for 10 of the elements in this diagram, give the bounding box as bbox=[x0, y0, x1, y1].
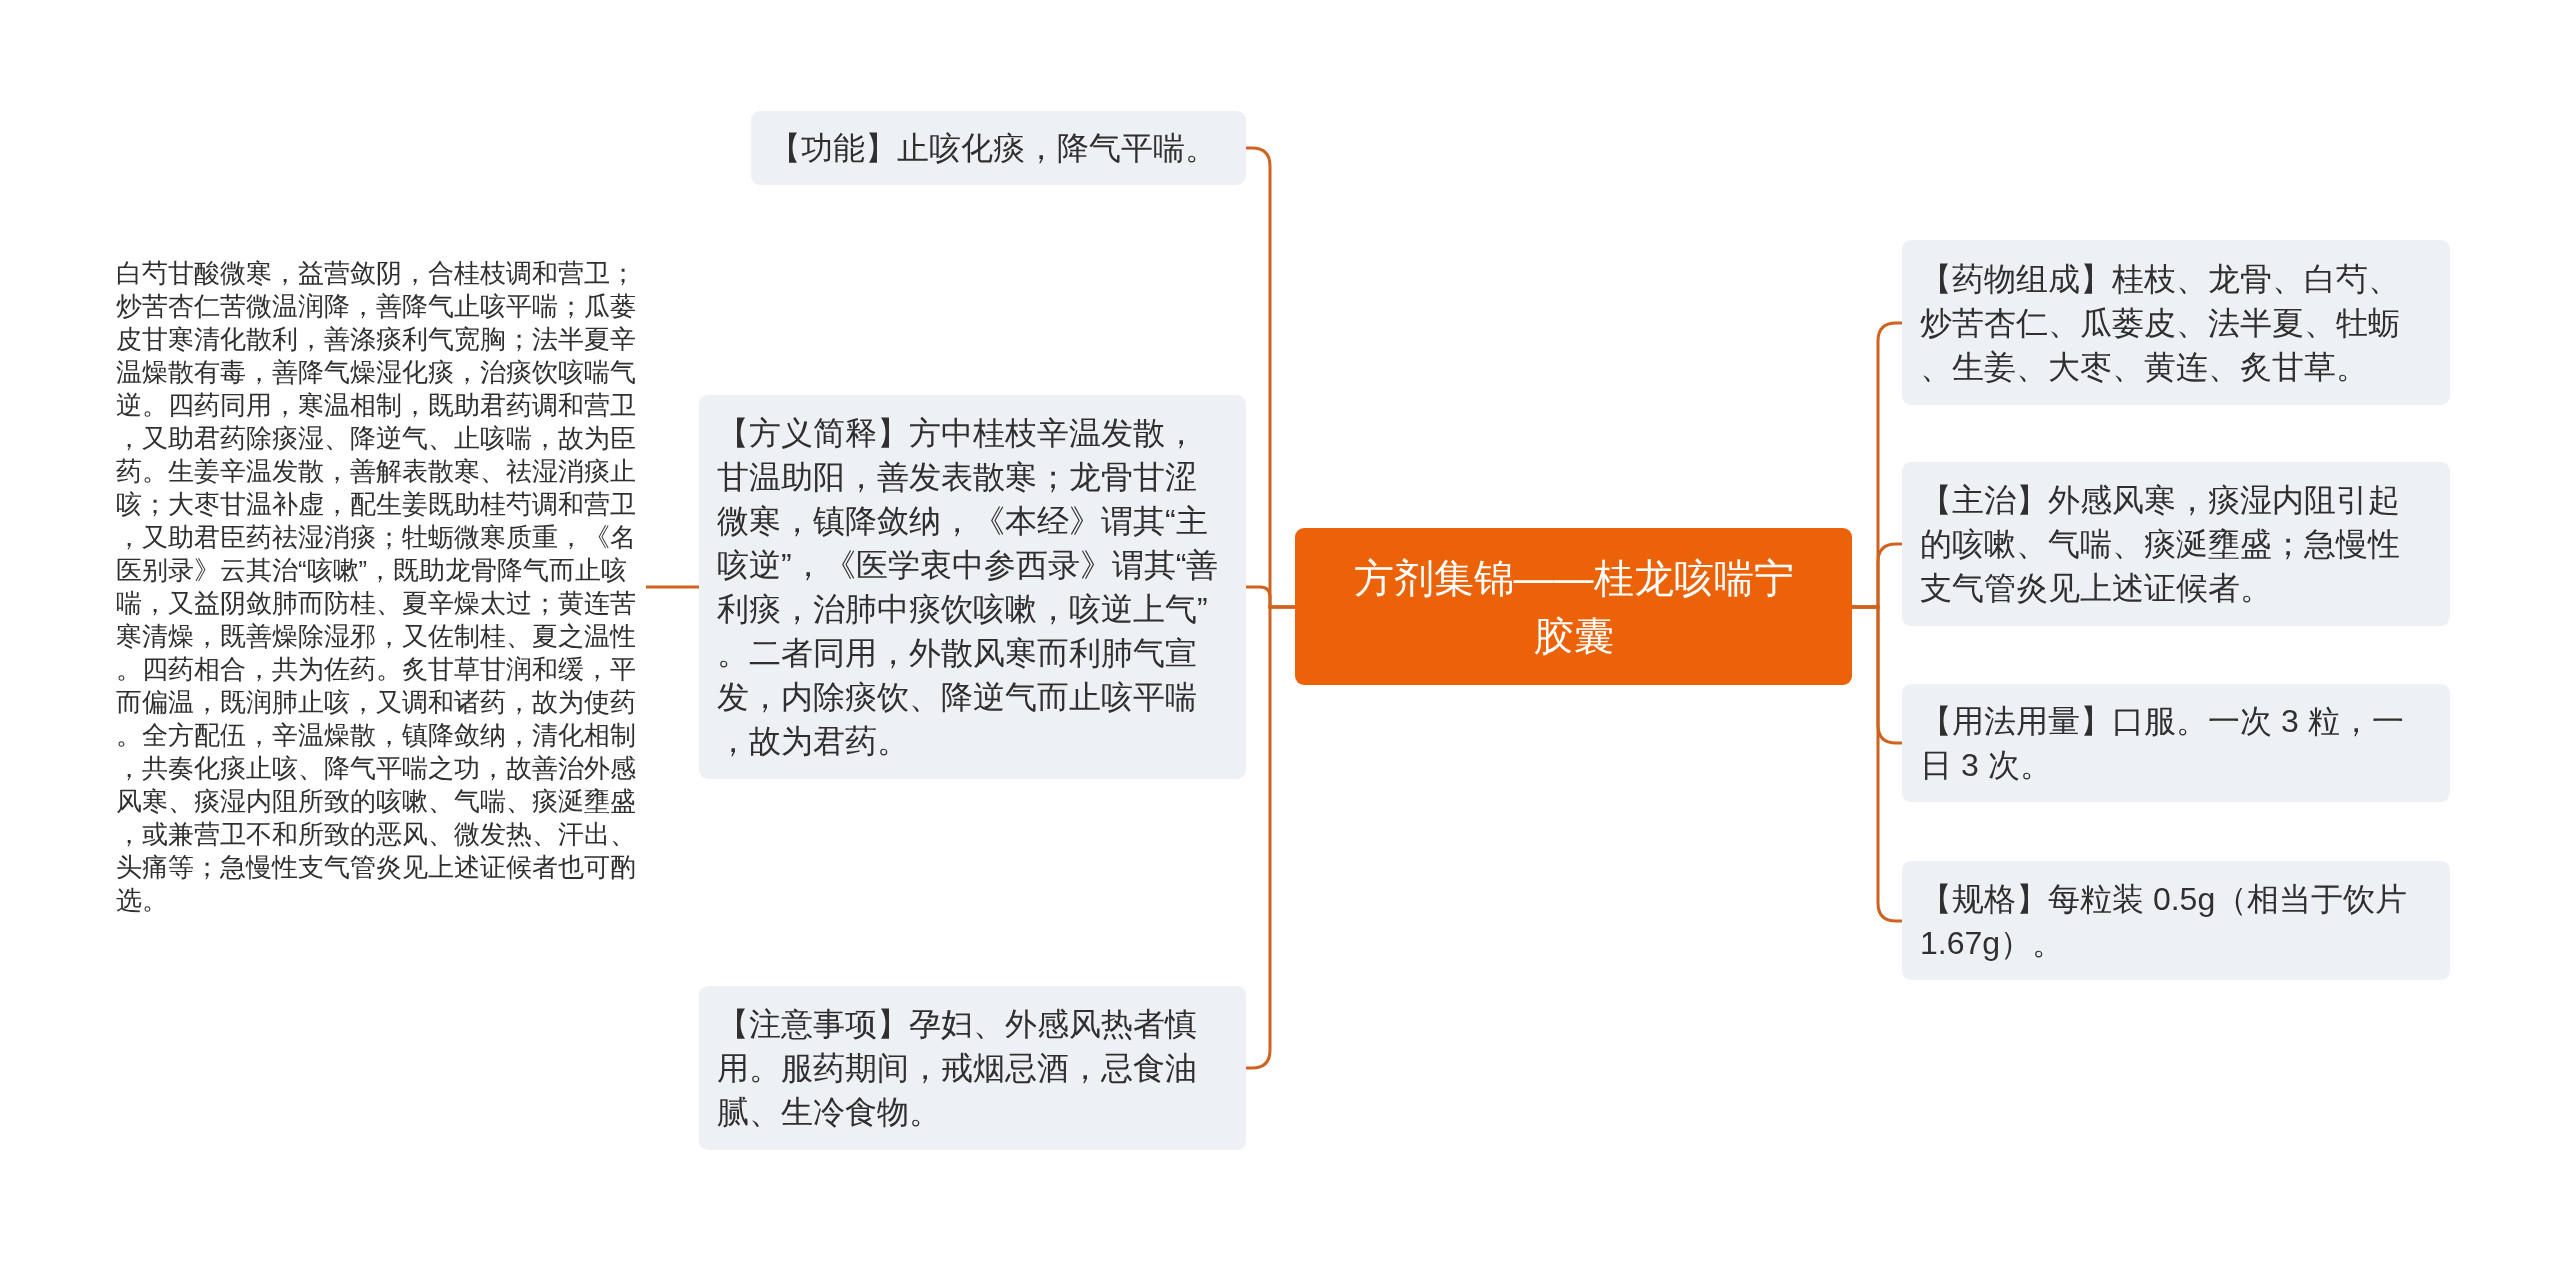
note-box: 【主治】外感风寒，痰湿内阻引起的咳嗽、气喘、痰涎壅盛；急慢性支气管炎见上述证候者。 bbox=[1902, 462, 2450, 626]
connector-line bbox=[646, 585, 699, 589]
note-paragraph: 白芍甘酸微寒，益营敛阴，合桂枝调和营卫；炒苦杏仁苦微温润降，善降气止咳平喘；瓜蒌皮甘寒清化散利，善涤痰利气宽胸；法半夏辛温燥散有毒，善降气燥湿化痰，治痰饮咳喘气逆。四药同用，寒温相制，既助君药调和营卫，又助君药除痰湿、降逆气、止咳喘，故为臣药。生姜辛温发散，善解表散寒、祛湿消痰止咳；大枣甘温补虚，配生姜既助桂芍调和营卫，又助君臣药祛湿消痰；牡蛎微寒质重，《名医别录》云其治“咳嗽”，既助龙骨降气而止咳喘，又益阴敛肺而防桂、夏辛燥太过；黄连苦寒清燥，既善燥除湿邪，又佐制桂、夏之温性。四药相合，共为佐药。炙甘草甘润和缓，平而偏温，既润肺止咳，又调和诸药，故为使药。全方配伍，辛温燥散，镇降敛纳，清化相制，共奏化痰止咳、降气平喘之功，故善治外感风寒、痰湿内阻所致的咳嗽、气喘、痰涎壅盛，或兼营卫不和所致的恶风、微发热、汗出、头痛等；急慢性支气管炎见上述证候者也可酌选。 bbox=[116, 251, 646, 923]
note-box: 【方义简释】方中桂枝辛温发散，甘温助阳，善发表散寒；龙骨甘涩微寒，镇降敛纳，《本经》谓其“主咳逆”，《医学衷中参西录》谓其“善利痰，治肺中痰饮咳嗽，咳逆上气”。二者同用，外散风寒而利肺气宣发，内除痰饮、降逆气而止咳平喘，故为君药。 bbox=[699, 395, 1246, 779]
topic-box: 方剂集锦——桂龙咳喘宁胶囊 bbox=[1295, 528, 1852, 685]
note-box: 【注意事项】孕妇、外感风热者慎用。服药期间，戒烟忌酒，忌食油腻、生冷食物。 bbox=[699, 986, 1246, 1150]
note-box: 【药物组成】桂枝、龙骨、白芍、炒苦杏仁、瓜蒌皮、法半夏、牡蛎、生姜、大枣、黄连、炙甘草。 bbox=[1902, 240, 2450, 405]
note-box: 【用法用量】口服。一次 3 粒，一日 3 次。 bbox=[1902, 684, 2450, 802]
note-box: 【功能】止咳化痰，降气平喘。 bbox=[751, 111, 1246, 185]
note-box: 【规格】每粒装 0.5g（相当于饮片 1.67g）。 bbox=[1902, 861, 2450, 980]
